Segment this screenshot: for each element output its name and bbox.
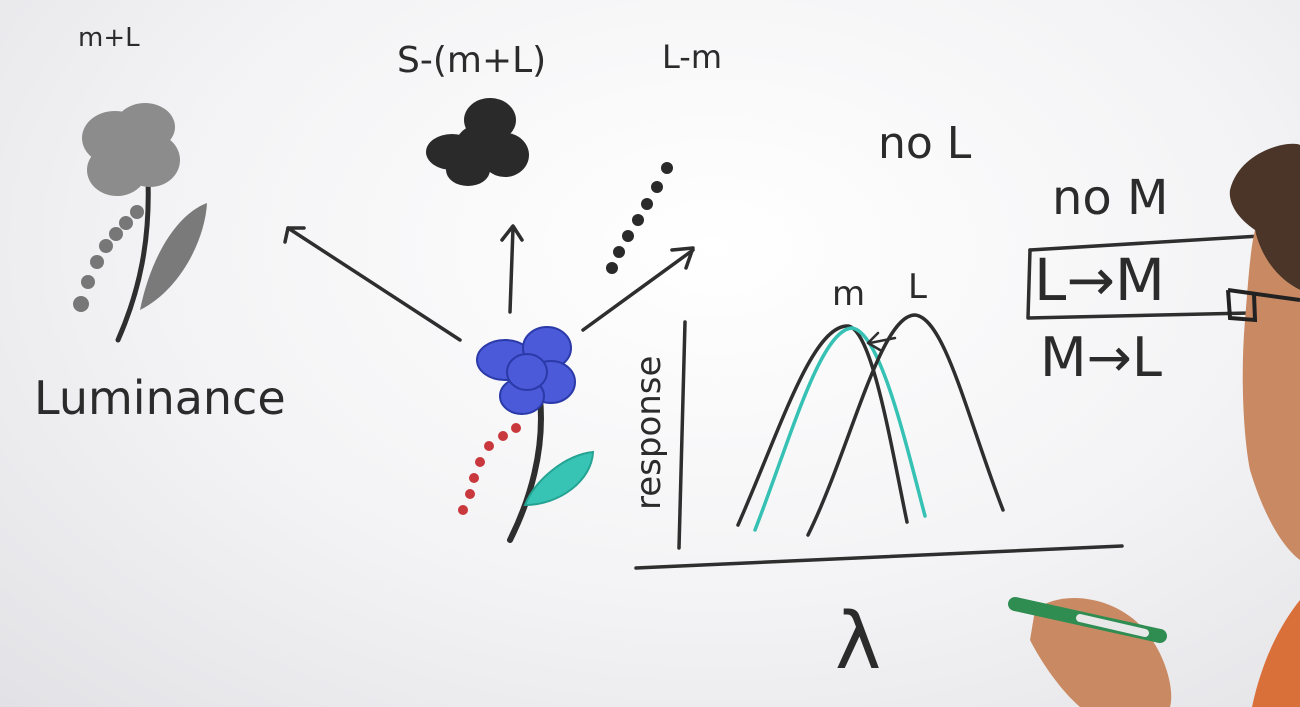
blue-petals	[476, 326, 576, 415]
l-to-m-label: L→M	[1034, 246, 1165, 314]
shifted-curve	[753, 326, 927, 532]
glasses-icon	[1226, 288, 1300, 323]
luminance-channel-label: m+L	[78, 23, 140, 53]
luminance-flower-drawing	[73, 103, 207, 343]
gray-leaf	[140, 203, 207, 310]
color-flower-drawing	[458, 326, 595, 543]
luminance-word: Luminance	[34, 371, 286, 425]
l-curve	[806, 313, 1005, 537]
blue-yellow-channel-label: S-(m+L)	[397, 40, 546, 81]
m-curve-label: m	[832, 274, 865, 314]
blue-yellow-flower-drawing	[426, 98, 529, 186]
emphasis-box	[1026, 234, 1262, 320]
presenter-shirt	[1252, 600, 1300, 707]
red-berries	[458, 423, 521, 515]
no-m-label: no M	[1052, 170, 1168, 226]
presenter	[1008, 143, 1300, 707]
l-curve-label: L	[908, 267, 927, 307]
x-axis	[634, 544, 1124, 570]
x-axis-label: λ	[835, 597, 881, 687]
presenter-hair	[1229, 143, 1300, 290]
y-axis-label: response	[629, 356, 669, 510]
response-graph: response λ m L	[629, 267, 1124, 687]
teal-leaf	[523, 450, 595, 507]
red-green-channel-label: L-m	[662, 38, 722, 76]
arrow-icon	[283, 226, 462, 342]
green-marker-icon	[1008, 597, 1167, 643]
arrow-icon	[500, 224, 524, 314]
shift-arrow	[866, 331, 897, 352]
presenter-face	[1242, 230, 1300, 560]
no-l-label: no L	[878, 118, 972, 169]
m-to-l-label: M→L	[1040, 326, 1162, 389]
gray-petals	[82, 103, 180, 196]
dotted-stem	[606, 162, 673, 274]
y-axis	[677, 320, 687, 550]
arrow-icon	[581, 246, 695, 332]
gray-berries	[73, 205, 144, 312]
m-curve	[736, 324, 909, 527]
